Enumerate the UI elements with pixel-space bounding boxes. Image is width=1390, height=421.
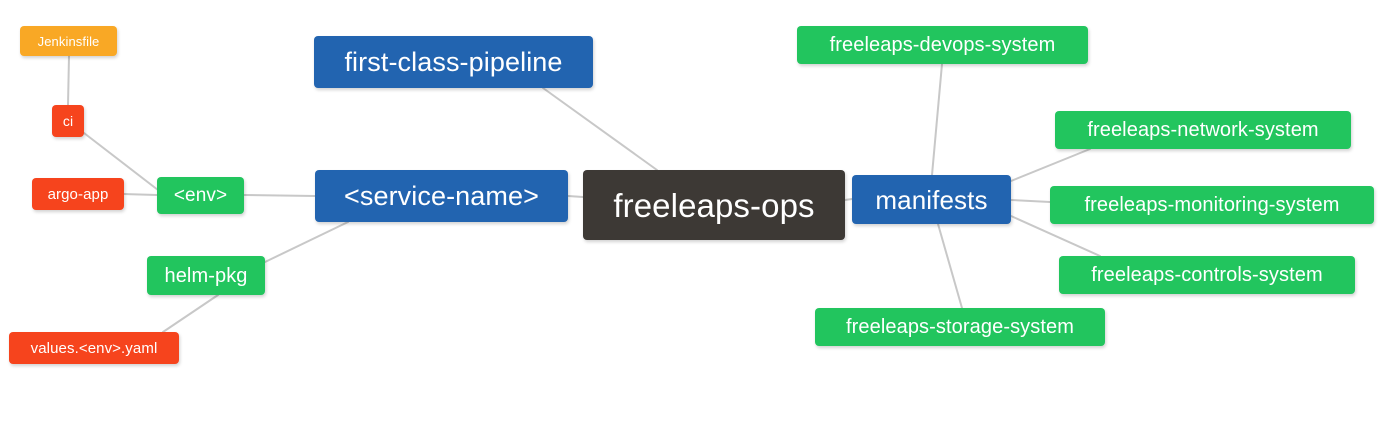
edge-servicename-ops: [567, 195, 584, 198]
node-values-yaml[interactable]: values.<env>.yaml: [9, 332, 179, 364]
edge-helmpkg-servicename: [264, 221, 349, 263]
node-argo-app[interactable]: argo-app: [32, 178, 124, 210]
node-freeleaps-network-system[interactable]: freeleaps-network-system: [1055, 111, 1351, 149]
node-env[interactable]: <env>: [157, 177, 244, 214]
edge-manifests-devops: [931, 63, 943, 176]
node-freeleaps-devops-system[interactable]: freeleaps-devops-system: [797, 26, 1088, 64]
node-ci[interactable]: ci: [52, 105, 84, 137]
edge-ops-manifests: [844, 198, 853, 201]
edge-valuesyaml-helmpkg: [162, 294, 219, 333]
node-manifests[interactable]: manifests: [852, 175, 1011, 224]
edge-manifests-network: [1010, 148, 1091, 182]
node-first-class-pipeline[interactable]: first-class-pipeline: [314, 36, 593, 88]
node-helm-pkg[interactable]: helm-pkg: [147, 256, 265, 295]
node-freeleaps-monitoring-system[interactable]: freeleaps-monitoring-system: [1050, 186, 1374, 224]
node-service-name[interactable]: <service-name>: [315, 170, 568, 222]
node-freeleaps-storage-system[interactable]: freeleaps-storage-system: [815, 308, 1105, 346]
node-freeleaps-controls-system[interactable]: freeleaps-controls-system: [1059, 256, 1355, 294]
node-jenkinsfile[interactable]: Jenkinsfile: [20, 26, 117, 56]
edge-manifests-storage: [937, 223, 963, 309]
edge-manifests-monitoring: [1010, 199, 1051, 203]
edge-pipeline-ops: [542, 87, 658, 171]
edge-env-servicename: [243, 194, 316, 197]
edge-argoapp-env: [123, 193, 158, 196]
node-freeleaps-ops[interactable]: freeleaps-ops: [583, 170, 845, 240]
edge-jenkinsfile-ci: [67, 55, 70, 106]
